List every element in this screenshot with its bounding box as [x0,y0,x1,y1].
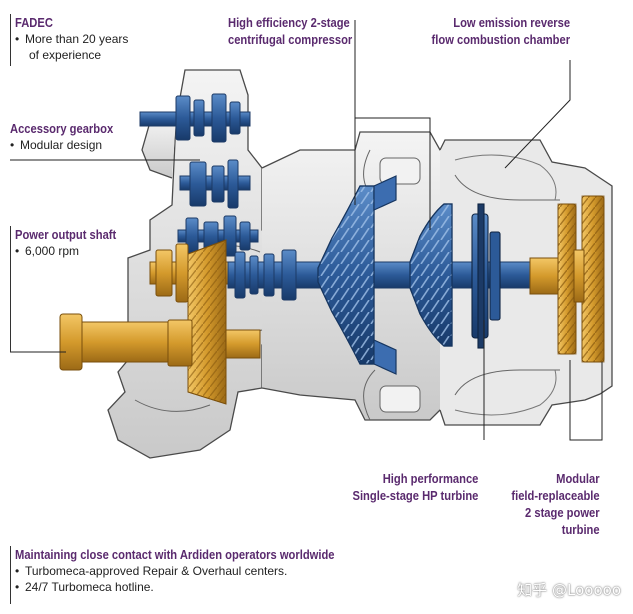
power-turbine-title-line-3: 2 stage power [525,505,600,520]
power-output-shaft [59,239,261,405]
gearbox-bullet-1: •Modular design [10,138,103,152]
compressor-title-line-2: centrifugal compressor [228,32,353,47]
hp-turbine-callout: High performance Single-stage HP turbine [332,470,478,504]
compressor-callout: High efficiency 2-stage centrifugal comp… [228,14,373,48]
support-bar [10,546,11,604]
combustion-title-line-2: flow combustion chamber [431,32,570,47]
hp-turbine-title-line-2: Single-stage HP turbine [352,488,478,503]
fadec-bar [10,14,11,66]
watermark: 知乎 @Looooo [517,581,621,599]
support-bullet-2: •24/7 Turbomeca hotline. [15,580,154,594]
power-turbine-title-line-4: turbine [562,522,600,537]
fadec-callout: FADEC •More than 20 years of experience [10,14,129,66]
fadec-bullet-1: •More than 20 years [15,32,129,46]
support-title: Maintaining close contact with Ardiden o… [15,547,335,562]
shaft-callout: Power output shaft •6,000 rpm [10,226,133,352]
compressor-title-line-1: High efficiency 2-stage [228,15,350,30]
fadec-title: FADEC [15,15,53,30]
hp-turbine-title-line-1: High performance [382,471,478,486]
combustion-title-line-1: Low emission reverse [453,15,570,30]
gearbox-title: Accessory gearbox [10,121,114,136]
power-turbine-title-line-2: field-replaceable [511,488,600,503]
shaft-bullet-1: •6,000 rpm [15,244,80,258]
shaft-title: Power output shaft [15,227,117,242]
hp-turbine [471,203,501,349]
fadec-bullet-1-continued: of experience [29,48,102,62]
power-turbine-callout: Modular field-replaceable 2 stage power … [497,470,600,538]
main-shaft [227,249,559,301]
power-turbine [529,195,605,363]
gearbox-callout: Accessory gearbox •Modular design [10,120,130,153]
leader-lines [10,20,603,441]
centrifugal-compressor [317,175,453,375]
casing-details [134,149,560,421]
shaft-bar [10,226,11,352]
combustion-callout: Low emission reverse flow combustion cha… [409,14,570,48]
accessory-gear-train [139,93,259,257]
support-bullet-1: •Turbomeca-approved Repair & Overhaul ce… [15,564,288,578]
power-turbine-title-line-1: Modular [556,471,600,486]
support-callout: Maintaining close contact with Ardiden o… [10,546,387,604]
